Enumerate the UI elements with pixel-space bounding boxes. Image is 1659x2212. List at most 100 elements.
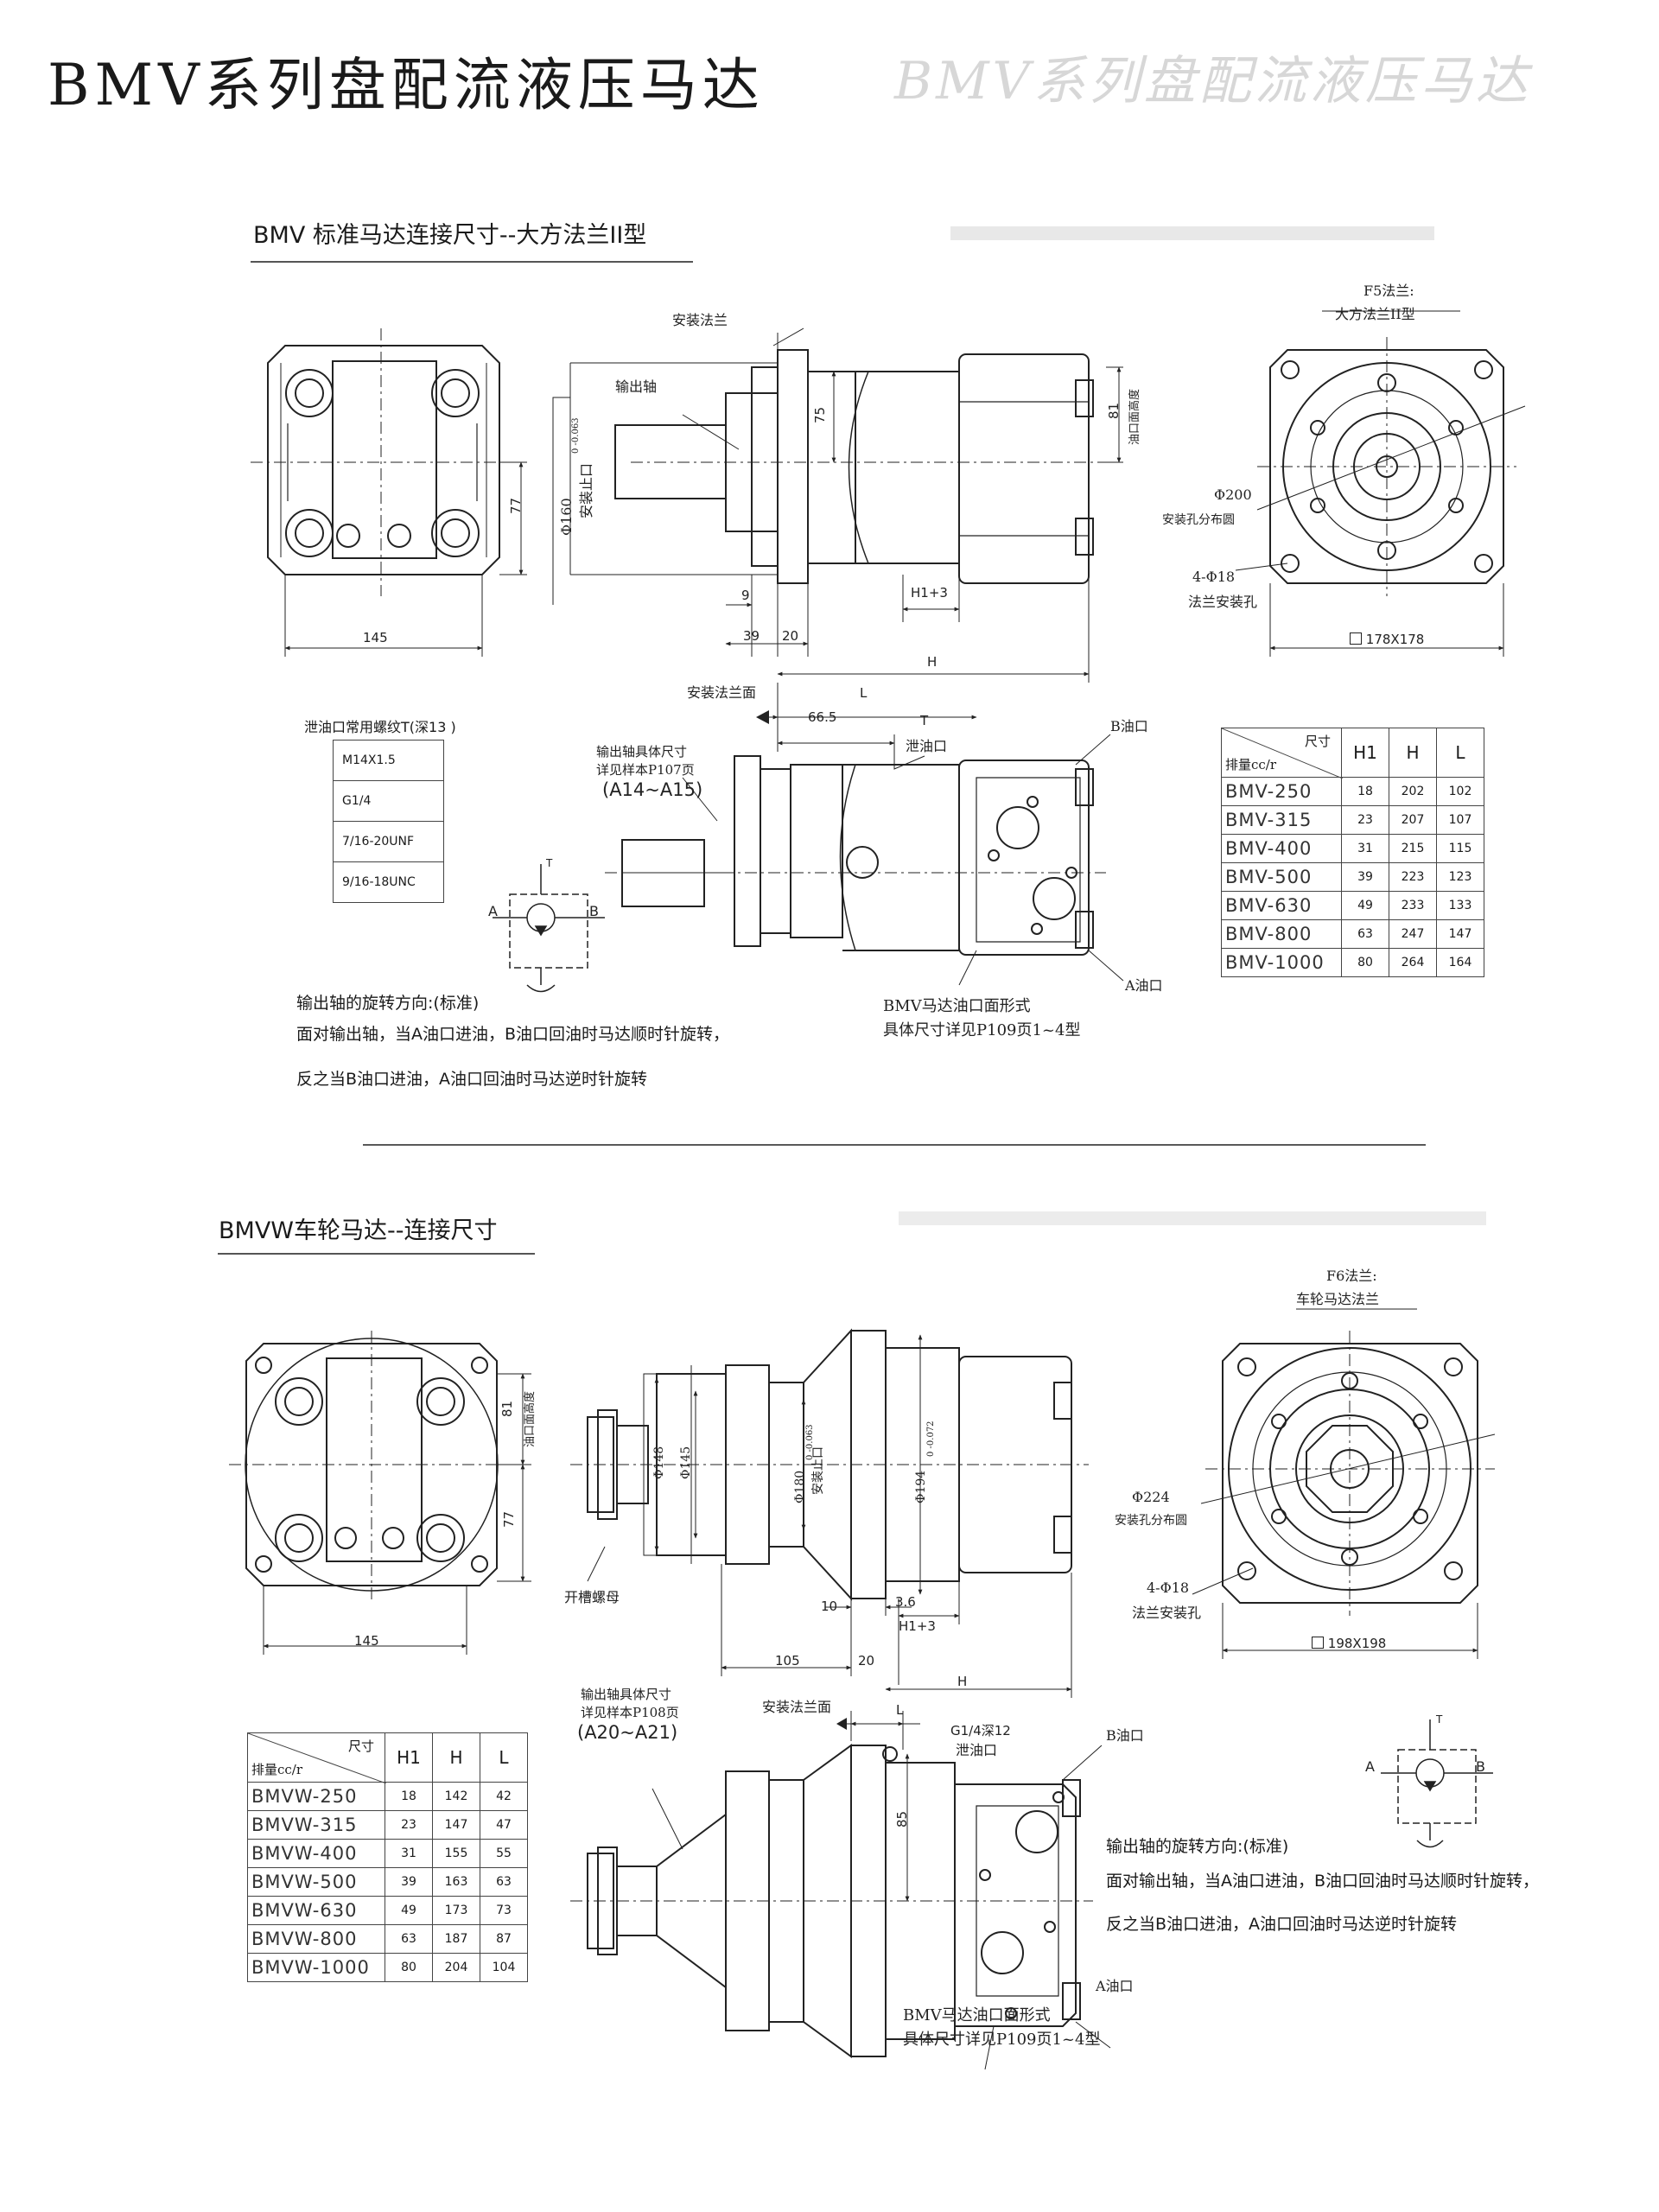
cell-h: 187 [432, 1924, 480, 1954]
s2-label-holes: 4-Φ18 [1147, 1580, 1190, 1596]
corner-diagonal [248, 1733, 386, 1783]
label-H: H [927, 654, 938, 670]
label-shaft-range: (A14~A15) [602, 779, 703, 800]
label-mount-spigot: 安装止口 [578, 462, 594, 518]
table-header-row: 尺寸 排量cc/r H1 H L [247, 1732, 528, 1783]
cell-h: 163 [432, 1867, 480, 1897]
cell-l: 164 [1436, 948, 1484, 977]
s2-label-shaft-range: (A20~A21) [577, 1722, 678, 1743]
cell-h1: 23 [385, 1810, 433, 1840]
corner-bottom-label: 排量cc/r [251, 1762, 303, 1777]
rotation-note-3: 反之当B油口进油，A油口回油时马达逆时针旋转 [296, 1070, 648, 1089]
cell-model: BMVW-315 [247, 1810, 385, 1840]
table-row: 7/16-20UNF [333, 821, 444, 862]
corner-top-label: 尺寸 [1304, 734, 1331, 749]
s2-rotation-note-2: 面对输出轴，当A油口进油，B油口回油时马达顺时针旋转， [1106, 1872, 1540, 1891]
s2-schematic [1381, 1719, 1493, 1848]
cell-h: 155 [432, 1839, 480, 1868]
cell-h: 223 [1389, 862, 1437, 892]
label-square-text: 178X178 [1365, 632, 1425, 647]
corner-top-label: 尺寸 [347, 1738, 374, 1754]
table-cell: 9/16-18UNC [333, 861, 444, 903]
section1-heading-underline [251, 261, 693, 263]
label-L: L [860, 685, 868, 701]
s2-label-shaft-ref-1: 输出轴具体尺寸 [581, 1687, 672, 1702]
cell-h1: 39 [1341, 862, 1389, 892]
s2-rotation-note-3: 反之当B油口进油，A油口回油时马达逆时针旋转 [1106, 1915, 1458, 1934]
s2-label-slot-nut: 开槽螺母 [564, 1589, 620, 1605]
s2-label-port-ref-2: 具体尺寸详见P109页1~4型 [903, 2031, 1101, 2049]
label-shaft-ref-1: 输出轴具体尺寸 [596, 744, 688, 760]
ghost-heading-bar-2 [899, 1211, 1486, 1225]
s2-flange-view [1192, 1308, 1496, 1659]
label-port-a: A油口 [1125, 977, 1163, 994]
s2-label-g14: G1/4深12 [950, 1723, 1011, 1738]
cell-l: 102 [1436, 777, 1484, 806]
s2-label-port-a: A油口 [1096, 1978, 1134, 1994]
cell-h: 233 [1389, 891, 1437, 920]
s2-schematic-b: B [1476, 1758, 1485, 1775]
cell-h: 202 [1389, 777, 1437, 806]
label-port-ref-1: BMV马达油口面形式 [883, 997, 1031, 1015]
label-flange-name: 大方法兰II型 [1335, 306, 1415, 322]
s2-label-d81: 81 [499, 1400, 515, 1417]
label-T: T [920, 713, 929, 728]
cell-h: 204 [432, 1953, 480, 1982]
s2-label-phi224: Φ224 [1132, 1489, 1170, 1505]
s2-label-d10: 10 [821, 1599, 838, 1614]
s2-label-L: L [896, 1702, 904, 1718]
cell-h: 173 [432, 1896, 480, 1925]
label-square: 178X178 [1350, 632, 1424, 647]
label-mount-face: 安装法兰面 [687, 684, 757, 701]
table-header-row: 尺寸 排量cc/r H1 H L [1221, 728, 1484, 779]
cell-l: 47 [480, 1810, 528, 1840]
col-l: L [1436, 728, 1484, 778]
s2-label-h1-3: H1+3 [899, 1618, 936, 1634]
cell-model: BMV-630 [1221, 891, 1342, 920]
s2-label-phi145: Φ145 [679, 1446, 693, 1479]
col-l: L [480, 1732, 528, 1783]
s2-front-view [229, 1331, 531, 1655]
label-h1-3: H1+3 [911, 585, 948, 601]
rotation-note-2: 面对输出轴，当A油口进油，B油口回油时马达顺时针旋转， [296, 1025, 730, 1044]
cell-model: BMV-315 [1221, 805, 1342, 835]
section2-heading: BMVW车轮马达--连接尺寸 [219, 1217, 498, 1244]
rotation-note-1: 输出轴的旋转方向:(标准) [296, 994, 480, 1013]
label-phi160: Φ160 [558, 498, 575, 536]
cell-model: BMVW-250 [247, 1782, 385, 1811]
s2-label-phi148: Φ148 [652, 1446, 666, 1479]
cell-model: BMV-1000 [1221, 948, 1342, 977]
col-h: H [1389, 728, 1437, 778]
s2-label-port-b: B油口 [1106, 1727, 1144, 1744]
cell-h1: 39 [385, 1867, 433, 1897]
cell-l: 133 [1436, 891, 1484, 920]
cell-h1: 49 [1341, 891, 1389, 920]
s2-label-d145: 145 [354, 1633, 379, 1649]
schematic-t: T [546, 857, 553, 869]
s2-label-port-height: 油口面高度 [524, 1390, 537, 1447]
s2-label-mount-face: 安装法兰面 [762, 1699, 832, 1715]
label-output-shaft: 输出轴 [615, 378, 658, 395]
cell-h1: 63 [1341, 919, 1389, 949]
table-cell: G1/4 [333, 780, 444, 822]
label-phi160-tol: 0 -0.063 [571, 417, 581, 454]
cell-l: 73 [480, 1896, 528, 1925]
s2-schematic-a: A [1365, 1758, 1375, 1775]
square-icon [1312, 1637, 1324, 1649]
cell-h: 147 [432, 1810, 480, 1840]
col-h1: H1 [1341, 728, 1389, 778]
s2-port-view [570, 1711, 1111, 2070]
cell-model: BMV-800 [1221, 919, 1342, 949]
label-drain: 泄油口 [906, 738, 948, 754]
